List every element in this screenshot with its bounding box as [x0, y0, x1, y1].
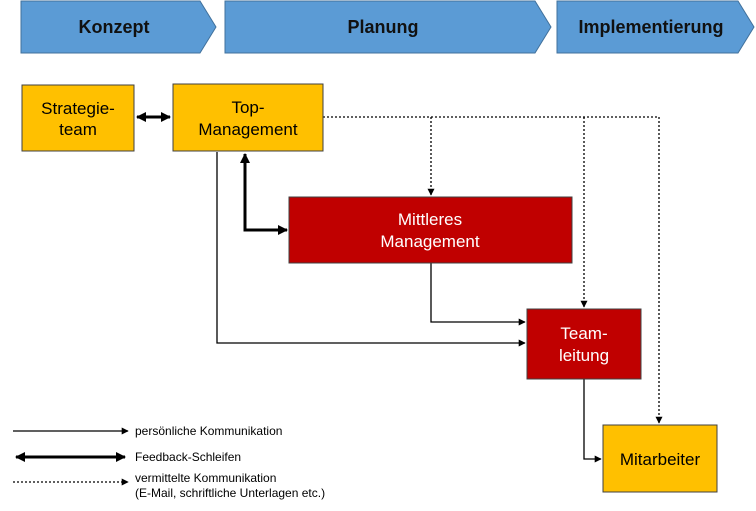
- box-top-management-line-1: Top-: [231, 98, 264, 117]
- box-mitarbeiter: Mitarbeiter: [602, 424, 718, 493]
- phase-implementierung: Implementierung: [556, 0, 755, 54]
- arrow-teamleitung-mitarbeiter: [583, 379, 602, 463]
- box-teamleitung-line-2: leitung: [559, 346, 609, 365]
- box-strategieteam: Strategie- team: [21, 84, 135, 152]
- legend-mediated-label-2: (E-Mail, schriftliche Unterlagen etc.): [135, 486, 325, 500]
- legend: persönliche Kommunikation Feedback-Schle…: [13, 424, 325, 500]
- arrow-top-teamleitung: [216, 152, 526, 347]
- box-teamleitung: Team- leitung: [526, 308, 642, 380]
- box-top-management-line-2: Management: [198, 120, 298, 139]
- arrow-mittleres-teamleitung: [430, 263, 526, 326]
- feedback-arrow-top-mittleres: [240, 153, 288, 235]
- phase-implementierung-label: Implementierung: [578, 17, 723, 37]
- legend-feedback-label: Feedback-Schleifen: [135, 450, 241, 464]
- phase-konzept: Konzept: [20, 0, 217, 54]
- legend-personal-label: persönliche Kommunikation: [135, 424, 282, 438]
- phase-konzept-label: Konzept: [79, 17, 150, 37]
- box-mittleres-management-line-1: Mittleres: [398, 210, 462, 229]
- box-mitarbeiter-line-1: Mitarbeiter: [620, 450, 701, 469]
- phase-planung-label: Planung: [348, 17, 419, 37]
- box-mittleres-management: Mittleres Management: [288, 196, 573, 264]
- phase-planung: Planung: [224, 0, 552, 54]
- legend-mediated-label-1: vermittelte Kommunikation: [135, 471, 276, 485]
- box-teamleitung-line-1: Team-: [560, 324, 607, 343]
- box-top-management: Top- Management: [172, 83, 324, 152]
- box-strategieteam-line-1: Strategie-: [41, 99, 115, 118]
- box-mittleres-management-line-2: Management: [380, 232, 480, 251]
- box-strategieteam-line-2: team: [59, 120, 97, 139]
